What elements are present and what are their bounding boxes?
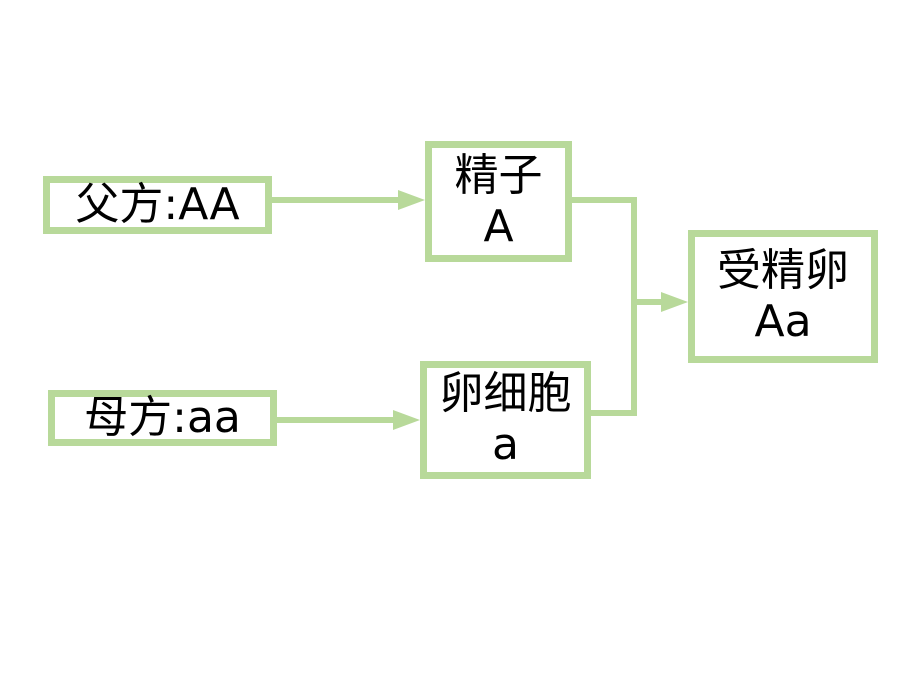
mother-genotype-label: 母方:aa: [84, 391, 241, 443]
sperm-egg-merge-bracket: [572, 197, 637, 416]
sperm-title: 精子: [454, 149, 543, 201]
mother-to-egg-arrowhead: [393, 410, 420, 430]
mother-genotype-box: 母方:aa: [48, 390, 277, 446]
zygote-genotype: Aa: [754, 295, 812, 347]
egg-box: 卵细胞 a: [420, 361, 591, 479]
sperm-allele: A: [483, 200, 514, 252]
father-to-sperm-arrowhead: [398, 190, 425, 210]
zygote-title: 受精卵: [717, 244, 849, 296]
father-genotype-label: 父方:AA: [75, 178, 240, 230]
father-genotype-box: 父方:AA: [43, 176, 272, 234]
egg-title: 卵细胞: [439, 368, 572, 420]
merge-to-zygote-arrowhead: [661, 292, 688, 312]
sperm-box: 精子 A: [425, 141, 572, 262]
egg-allele: a: [492, 419, 519, 470]
zygote-box: 受精卵 Aa: [688, 230, 878, 363]
